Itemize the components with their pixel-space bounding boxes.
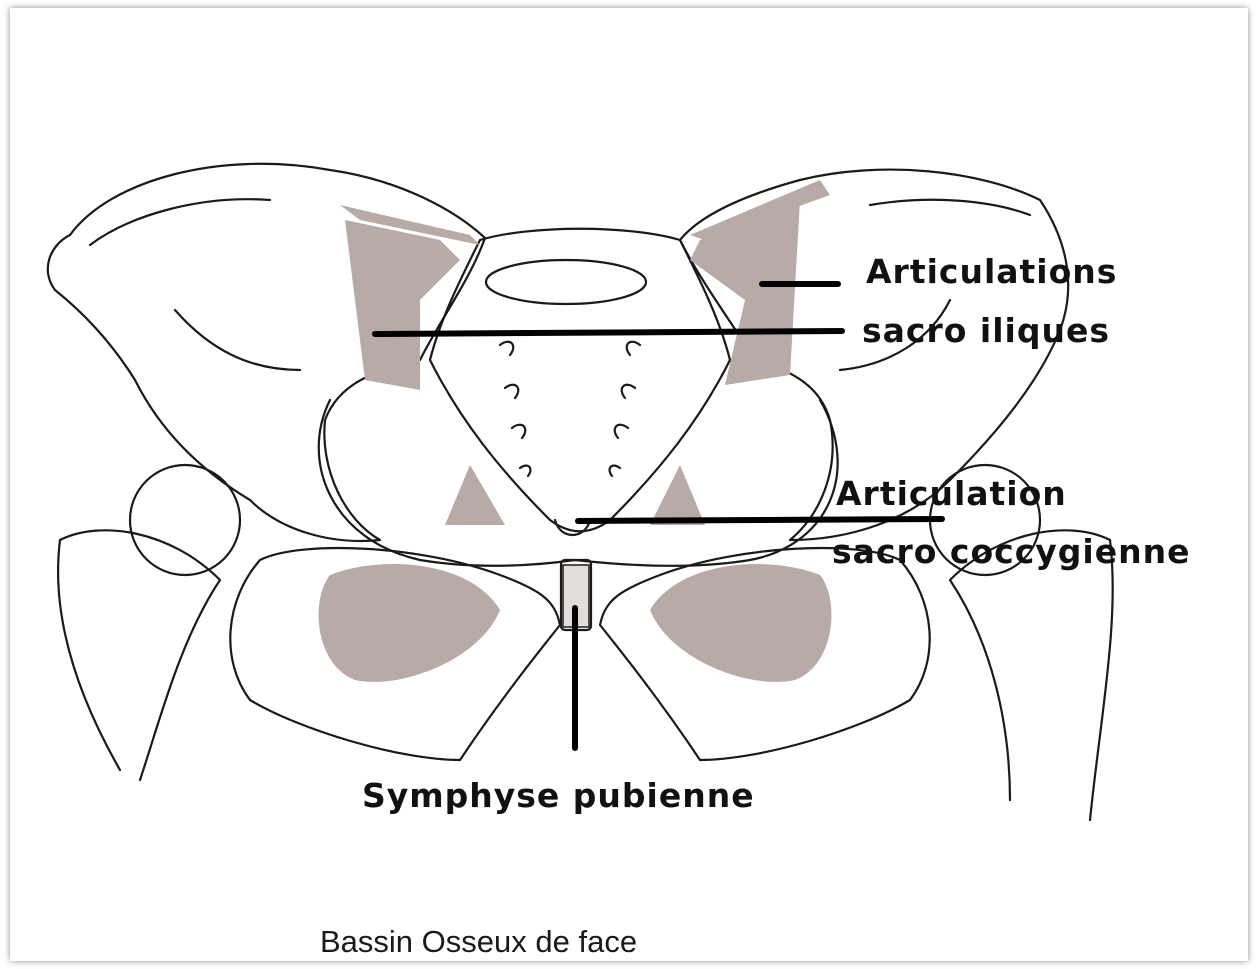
sacral-foramina — [500, 342, 640, 476]
label-articulations-sacro-iliac-line1: Articulations — [866, 252, 1117, 291]
left-ilium-inner-line — [90, 199, 270, 245]
left-lower-shading — [445, 465, 505, 525]
figure-caption: Bassin Osseux de face — [320, 924, 637, 960]
sacral-promontory — [486, 260, 646, 304]
right-ilium-inner-line — [870, 200, 1030, 215]
right-femur-shaft — [1090, 540, 1113, 820]
left-femoral-head — [130, 465, 240, 575]
right-obturator — [650, 564, 831, 682]
right-lower-shading — [650, 465, 705, 525]
pointer-sacro-coccygeal — [578, 519, 942, 521]
left-ilium-fossa — [175, 310, 300, 370]
pelvic-brim — [319, 400, 838, 566]
left-sacroiliac-shading — [345, 220, 460, 390]
label-articulations-sacro-iliac-line2: sacro iliques — [862, 311, 1110, 350]
left-femur-shaft — [58, 540, 120, 770]
left-obturator — [319, 564, 500, 682]
pointer-sacro-iliac-long — [375, 331, 842, 334]
left-femur — [60, 530, 220, 780]
label-pubic-symphysis: Symphyse pubienne — [362, 776, 755, 815]
label-sacro-coccygeal-line2: sacro coccygienne — [832, 532, 1190, 571]
label-sacro-coccygeal-line1: Articulation — [836, 474, 1067, 513]
